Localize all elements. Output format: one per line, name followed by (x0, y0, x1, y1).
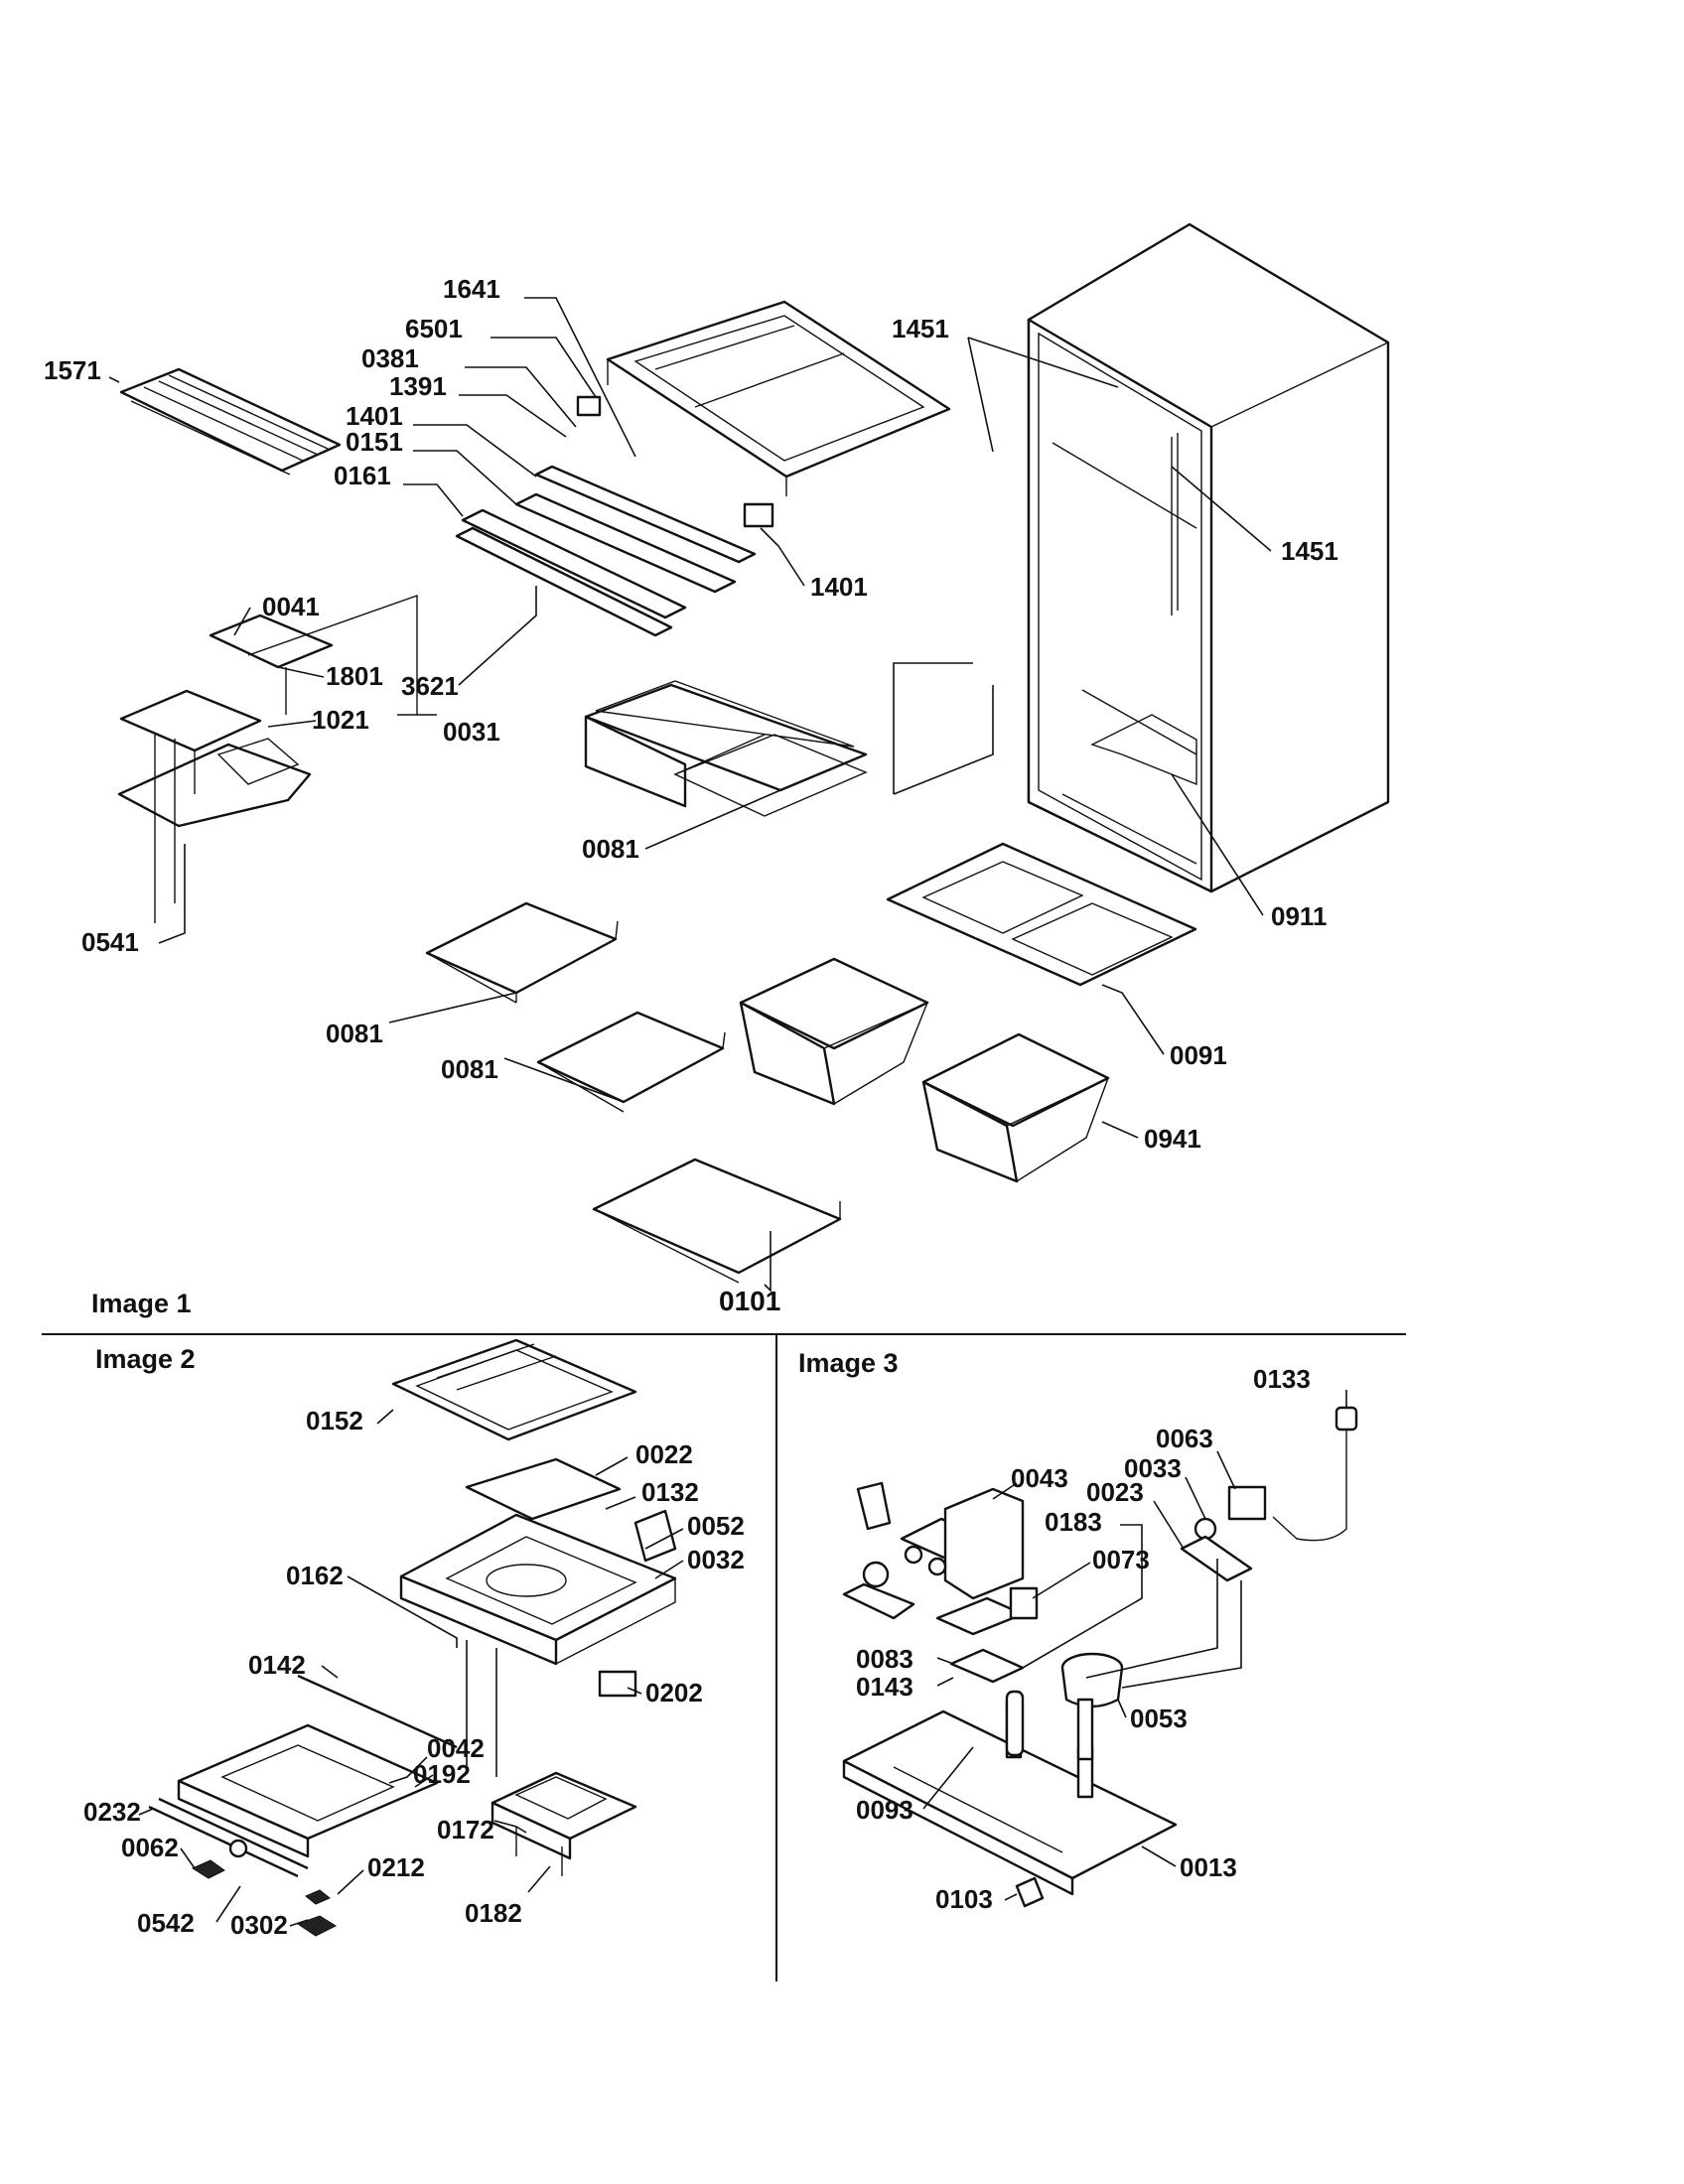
bracket-left (842, 1582, 915, 1620)
label-0033: 0033 (1124, 1453, 1182, 1483)
label-1391: 1391 (389, 371, 447, 401)
long-rod (297, 1674, 458, 1749)
clip-part (949, 1648, 1025, 1684)
label-1021: 1021 (312, 705, 369, 735)
divider-assembly (455, 395, 774, 637)
shelf-bottom (592, 1158, 842, 1284)
label-0042: 0042 (427, 1733, 485, 1763)
crisper-cover (886, 842, 1197, 987)
label-0093: 0093 (856, 1795, 913, 1825)
label-0073: 0073 (1092, 1545, 1150, 1574)
image1-leader-lines (108, 297, 1272, 1293)
label-0103: 0103 (935, 1884, 993, 1914)
capillary-tube (1272, 1430, 1347, 1542)
thermostat (1227, 1485, 1267, 1521)
label-0081-upper: 0081 (582, 834, 639, 864)
image2-title: Image 2 (95, 1344, 196, 1374)
label-6501: 6501 (405, 314, 463, 343)
label-0032: 0032 (687, 1545, 745, 1574)
foot-right (296, 1915, 338, 1937)
label-0041: 0041 (262, 592, 320, 621)
foot-left (191, 1859, 225, 1879)
gear-part (862, 1561, 890, 1588)
label-0063: 0063 (1156, 1424, 1213, 1453)
label-0023: 0023 (1086, 1477, 1144, 1507)
label-1401-top: 1401 (346, 401, 403, 431)
label-0161: 0161 (334, 461, 391, 490)
label-0022: 0022 (635, 1439, 693, 1469)
label-0053: 0053 (1130, 1704, 1188, 1733)
timer (1060, 1652, 1124, 1761)
label-1801: 1801 (326, 661, 383, 691)
insulation-sheet (465, 1457, 622, 1521)
shelf-middle-right (536, 1011, 726, 1113)
label-1641: 1641 (443, 274, 500, 304)
label-0183: 0183 (1045, 1507, 1102, 1537)
valve-assembly (856, 1481, 1025, 1600)
crisper-drawer-right (921, 1032, 1110, 1183)
block-part (1009, 1586, 1039, 1620)
pad-part (598, 1670, 637, 1698)
bracket-right (1180, 1535, 1253, 1582)
shelf-upper (584, 680, 868, 817)
label-0202: 0202 (645, 1678, 703, 1707)
label-0381: 0381 (361, 343, 419, 373)
image1-section: 1641 6501 0381 1391 1401 0151 0161 1571 … (44, 222, 1390, 1318)
evaporator-cover (391, 1338, 637, 1441)
label-1571: 1571 (44, 355, 101, 385)
label-3621: 3621 (401, 671, 459, 701)
label-0162: 0162 (286, 1561, 344, 1590)
cylinder-part (1005, 1690, 1025, 1757)
label-0043: 0043 (1011, 1463, 1068, 1493)
label-0151: 0151 (346, 427, 403, 457)
sensor-cap (1334, 1406, 1358, 1432)
roller (228, 1839, 248, 1858)
label-0192: 0192 (413, 1759, 471, 1789)
label-0172: 0172 (437, 1815, 494, 1844)
label-0132: 0132 (641, 1477, 699, 1507)
label-0081-right: 0081 (441, 1054, 498, 1084)
label-0083: 0083 (856, 1644, 913, 1674)
label-0101: 0101 (719, 1286, 780, 1316)
switch-foot (1015, 1876, 1045, 1908)
image2-section: Image 2 (83, 1338, 745, 1940)
label-0133: 0133 (1253, 1364, 1311, 1394)
label-0091: 0091 (1170, 1040, 1227, 1070)
label-0142: 0142 (248, 1650, 306, 1680)
freezer-wire-shelf (119, 367, 342, 476)
label-0911: 0911 (1271, 901, 1327, 931)
label-1451-top: 1451 (892, 314, 949, 343)
label-0542: 0542 (137, 1908, 195, 1938)
control-box (491, 1771, 637, 1876)
image3-title: Image 3 (798, 1348, 899, 1378)
label-1401-side: 1401 (810, 572, 868, 602)
label-0941: 0941 (1144, 1124, 1201, 1154)
label-0052: 0052 (687, 1511, 745, 1541)
shelf-middle-left (425, 901, 619, 1004)
label-0062: 0062 (121, 1833, 179, 1862)
label-0031: 0031 (443, 717, 500, 747)
refrigerator-cabinet (1027, 222, 1390, 893)
image1-title: Image 1 (91, 1289, 192, 1318)
foot-small (305, 1889, 331, 1905)
evaporator-plate (148, 1723, 439, 1878)
label-0182: 0182 (465, 1898, 522, 1928)
label-0143: 0143 (856, 1672, 913, 1702)
label-0152: 0152 (306, 1406, 363, 1435)
image3-section: Image 3 (798, 1348, 1358, 1914)
image2-leader-lines (138, 1409, 684, 1927)
label-0212: 0212 (367, 1852, 425, 1882)
label-0081-left: 0081 (326, 1019, 383, 1048)
crisper-drawer-left (739, 957, 929, 1106)
evaporator-assembly (117, 595, 418, 923)
freezer-floor-cover (606, 300, 951, 496)
label-0232: 0232 (83, 1797, 141, 1827)
image3-leader-lines (922, 1390, 1347, 1901)
label-0541: 0541 (81, 927, 139, 957)
label-0302: 0302 (230, 1910, 288, 1940)
label-1451-side: 1451 (1281, 536, 1338, 566)
label-0013: 0013 (1180, 1852, 1237, 1882)
fan-housing (399, 1513, 677, 1666)
